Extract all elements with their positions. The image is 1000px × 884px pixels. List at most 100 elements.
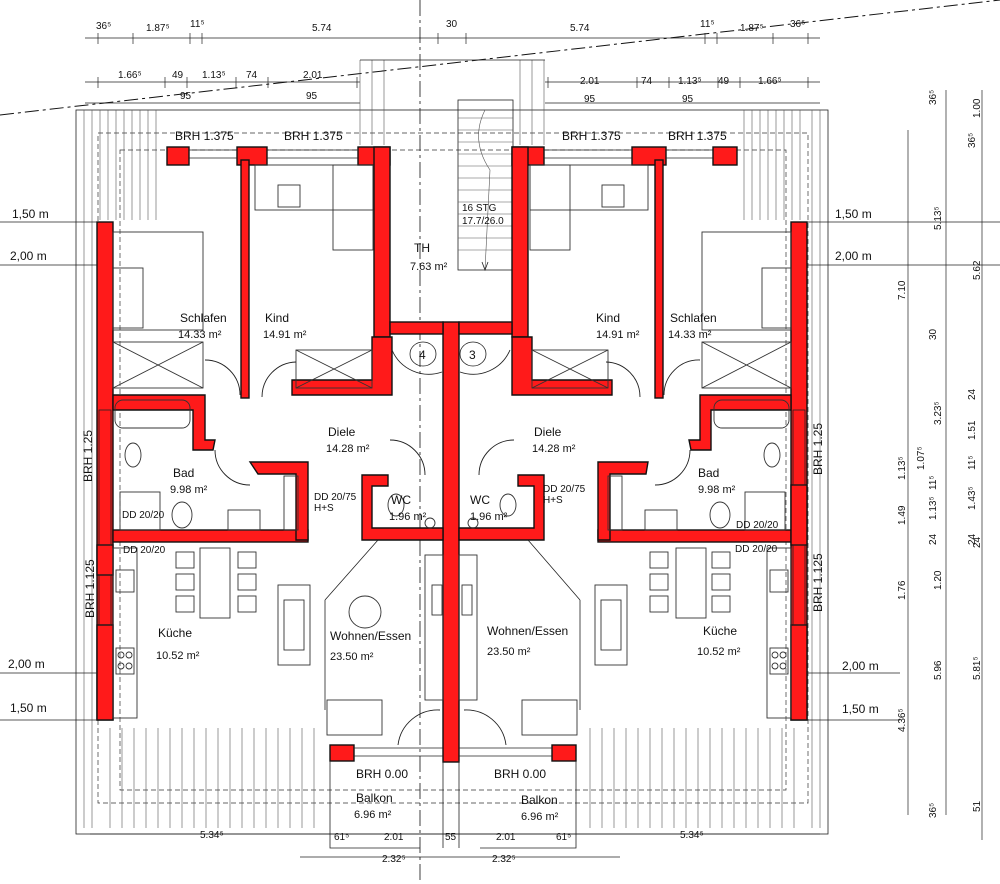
room-diele-left-name: Diele — [328, 425, 356, 439]
right-dim-c7: 11⁵ — [967, 455, 978, 470]
level-left-3: 2,00 m — [8, 657, 45, 671]
brh-top-3: BRH 1.375 — [562, 129, 621, 143]
unit-markers: 4 3 — [409, 341, 487, 367]
duct-labels: DD 20/75 H+S DD 20/75 H+S DD 20/20 DD 20… — [122, 484, 779, 556]
top-dim-r2-r2: 74 — [641, 76, 653, 87]
unit-3-label: 3 — [469, 348, 476, 362]
top-dim-r3-1: 95 — [180, 91, 192, 102]
staircase: 16 STG 17.7/26.0 TH 7.63 m² — [410, 99, 514, 273]
walls — [96, 146, 808, 763]
brh-left-1: BRH 1.25 — [81, 430, 95, 482]
room-labels-right: Kind 14.91 m² Schlafen 14.33 m² Diele 14… — [470, 311, 741, 823]
level-right-4: 1,50 m — [842, 702, 879, 716]
top-dim-r3-4: 95 — [682, 94, 694, 105]
top-dimension-chains: 36⁵ 1.87⁵ 11⁵ 5.74 30 5.74 11⁵ 1.87⁵ 36⁵… — [85, 19, 820, 105]
room-schlafen-right-name: Schlafen — [670, 311, 717, 325]
right-dim-b7: 1.20 — [933, 570, 944, 590]
room-wc-left-name: WC — [391, 493, 411, 507]
room-schlafen-left-name: Schlafen — [180, 311, 227, 325]
room-kueche-left-name: Küche — [158, 626, 192, 640]
right-dim-b3: 1.07⁵ — [916, 446, 927, 470]
room-wc-right-name: WC — [470, 493, 490, 507]
duct-small-right-1: DD 20/20 — [736, 520, 779, 531]
top-dim-r2-r4: 49 — [718, 76, 730, 87]
bottom-dim-r2-1: 2.32⁵ — [382, 854, 406, 865]
room-kueche-right-area: 10.52 m² — [697, 646, 741, 658]
top-dim-3: 11⁵ — [190, 19, 205, 30]
top-dim-r3-3: 95 — [584, 94, 596, 105]
brh-top-1: BRH 1.375 — [175, 129, 234, 143]
right-dim-c2: 1.00 — [972, 98, 983, 118]
room-bad-left-name: Bad — [173, 466, 194, 480]
right-dim-c4: 5.62 — [972, 260, 983, 280]
room-kueche-right-name: Küche — [703, 624, 737, 638]
duct-small-left-2: DD 20/20 — [123, 545, 166, 556]
top-dim-r2-r5: 1.66⁵ — [758, 76, 782, 87]
top-dim-r3-2: 95 — [306, 91, 318, 102]
top-dim-r2-l1: 1.66⁵ — [118, 70, 142, 81]
right-dim-a8: 4.36⁵ — [897, 708, 908, 732]
unit-4-label: 4 — [419, 348, 426, 362]
right-dim-c3: 36⁵ — [967, 133, 978, 148]
top-dim-r2-r1: 2.01 — [580, 76, 600, 87]
brh-right-1: BRH 1.25 — [811, 423, 825, 475]
bottom-dim-6: 61⁵ — [556, 832, 571, 843]
brh-bottom-1: BRH 0.00 — [356, 767, 408, 781]
windows-and-thin-walls — [98, 149, 806, 849]
right-dim-c5: 24 — [967, 388, 978, 400]
stair-room-name: TH — [414, 241, 430, 255]
right-dim-a5: 24 — [928, 533, 939, 545]
room-bad-left-area: 9.98 m² — [170, 484, 208, 496]
room-kueche-left-area: 10.52 m² — [156, 650, 200, 662]
bottom-dim-7: 5.34⁵ — [680, 830, 704, 841]
level-right-2: 2,00 m — [835, 249, 872, 263]
level-markers: 1,50 m 2,00 m 2,00 m 1,50 m 1,50 m 2,00 … — [0, 207, 1000, 721]
duct-small-right-2: DD 20/20 — [735, 544, 778, 555]
room-bad-right-area: 9.98 m² — [698, 484, 736, 496]
room-balkon-left-name: Balkon — [356, 791, 393, 805]
room-kind-left-area: 14.91 m² — [263, 329, 307, 341]
room-diele-left-area: 14.28 m² — [326, 443, 370, 455]
right-dim-a4: 1.49 — [897, 505, 908, 525]
brh-labels: BRH 1.375 BRH 1.375 BRH 1.375 BRH 1.375 … — [81, 129, 825, 781]
stair-room-area: 7.63 m² — [410, 261, 448, 273]
duct-left-label: DD 20/75 — [314, 492, 357, 503]
top-dim-6: 5.74 — [570, 23, 590, 34]
room-schlafen-right-area: 14.33 m² — [668, 329, 712, 341]
duct-right-hs: H+S — [543, 495, 563, 506]
section-line — [0, 0, 1000, 116]
bottom-dim-2: 61⁵ — [334, 832, 349, 843]
bottom-dimension-chains: 5.34⁵ 61⁵ 2.01 55 2.01 61⁵ 5.34⁵ 2.32⁵ 2… — [90, 830, 820, 865]
brh-right-2: BRH 1.125 — [811, 553, 825, 612]
level-right-3: 2,00 m — [842, 659, 879, 673]
top-dim-r2-r3: 1.13⁵ — [678, 76, 702, 87]
right-dim-b4: 11⁵ — [928, 475, 939, 490]
brh-left-2: BRH 1.125 — [83, 559, 97, 618]
top-dim-9: 36⁵ — [790, 19, 805, 30]
top-dim-4: 5.74 — [312, 23, 332, 34]
room-kind-left-name: Kind — [265, 311, 289, 325]
right-dim-b2: 3.23⁵ — [933, 401, 944, 425]
room-schlafen-left-area: 14.33 m² — [178, 329, 222, 341]
top-dim-2: 1.87⁵ — [146, 23, 170, 34]
right-dimension-chains: 7.10 30 1.13⁵ 1.49 24 1.76 5.96 4.36⁵ 5.… — [897, 90, 983, 840]
right-dim-a6: 1.76 — [897, 580, 908, 600]
right-dim-c11: 51 — [972, 800, 983, 812]
bottom-dim-5: 2.01 — [496, 832, 516, 843]
room-diele-right-name: Diele — [534, 425, 562, 439]
stair-label-line2: 17.7/26.0 — [462, 216, 504, 227]
level-left-1: 1,50 m — [12, 207, 49, 221]
bottom-dim-r2-2: 2.32⁵ — [492, 854, 516, 865]
right-dim-c8: 1.43⁵ — [967, 486, 978, 510]
room-bad-right-name: Bad — [698, 466, 719, 480]
room-balkon-right-name: Balkon — [521, 793, 558, 807]
right-dim-c9: 24 — [972, 536, 983, 548]
bottom-dim-4: 55 — [445, 832, 457, 843]
top-dim-r2-l4: 74 — [246, 70, 258, 81]
right-dim-a3: 1.13⁵ — [897, 456, 908, 480]
top-dim-1: 36⁵ — [96, 21, 111, 32]
top-dim-r2-l5: 2.01 — [303, 70, 323, 81]
brh-bottom-2: BRH 0.00 — [494, 767, 546, 781]
bottom-dim-1: 5.34⁵ — [200, 830, 224, 841]
room-wc-left-area: 1.96 m² — [389, 511, 427, 523]
